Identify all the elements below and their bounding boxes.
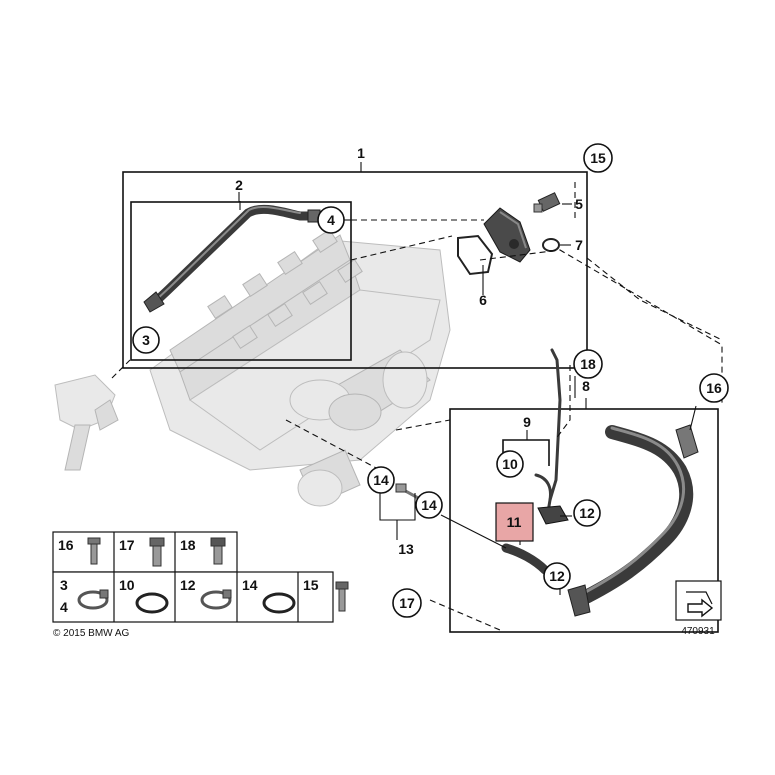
- frame-group-1: [122, 171, 588, 369]
- svg-text:18: 18: [580, 356, 596, 372]
- svg-text:4: 4: [327, 212, 335, 228]
- label-5: 5: [575, 196, 583, 212]
- highlight-part-11: [495, 502, 534, 542]
- callout-4[interactable]: 4: [317, 206, 345, 234]
- sensor-part-5: [533, 192, 561, 213]
- svg-text:16: 16: [706, 380, 722, 396]
- legend-item-3: 3: [60, 577, 68, 593]
- bolt-icon: [149, 537, 165, 567]
- svg-text:3: 3: [142, 332, 150, 348]
- legend-item-10: 10: [119, 577, 135, 593]
- pipe-part-9: [534, 348, 569, 525]
- svg-text:14: 14: [421, 497, 437, 513]
- o-ring-icon: [135, 592, 169, 614]
- svg-text:12: 12: [549, 568, 565, 584]
- label-6: 6: [479, 292, 487, 308]
- parts-legend: 16 17 18 3 4 10 12 14: [52, 531, 349, 623]
- legend-item-16: 16: [58, 537, 74, 553]
- callout-16[interactable]: 16: [699, 373, 729, 403]
- callout-12-upper[interactable]: 12: [573, 499, 601, 527]
- callout-17[interactable]: 17: [392, 588, 422, 618]
- label-2: 2: [235, 177, 243, 193]
- svg-text:15: 15: [590, 150, 606, 166]
- label-11: 11: [507, 514, 522, 530]
- legend-item-12: 12: [180, 577, 196, 593]
- label-7: 7: [575, 237, 583, 253]
- label-13: 13: [398, 541, 414, 557]
- legend-item-17: 17: [119, 537, 135, 553]
- hose-part-2: [143, 204, 321, 313]
- svg-text:12: 12: [579, 505, 595, 521]
- legend-item-14: 14: [242, 577, 258, 593]
- hose-part-11: [440, 514, 550, 575]
- callout-3[interactable]: 3: [132, 326, 160, 354]
- callout-14-left[interactable]: 14: [367, 466, 395, 494]
- svg-text:14: 14: [373, 472, 389, 488]
- coolant-pipe-part-8: [567, 424, 699, 617]
- diagram-id: 470931: [681, 626, 715, 637]
- frame-group-2: [130, 201, 352, 361]
- o-ring-icon: [262, 592, 296, 614]
- orientation-icon: [675, 580, 722, 621]
- callout-10[interactable]: 10: [496, 450, 524, 478]
- label-1: 1: [357, 145, 365, 161]
- o-ring-part-7: [542, 238, 560, 252]
- oil-separator-part-15: [483, 207, 531, 263]
- legend-item-15: 15: [303, 577, 319, 593]
- callout-14-right[interactable]: 14: [415, 491, 443, 519]
- callout-12-lower[interactable]: 12: [543, 562, 571, 590]
- label-9: 9: [523, 414, 531, 430]
- legend-item-18: 18: [180, 537, 196, 553]
- gasket-part-6: [457, 234, 494, 276]
- bolt-icon: [210, 537, 226, 565]
- engine-illustration: [54, 228, 451, 507]
- callout-15[interactable]: 15: [583, 143, 613, 173]
- bolt-icon: [335, 581, 349, 612]
- label-8: 8: [582, 378, 590, 394]
- clamp-icon: [77, 589, 109, 610]
- legend-item-4: 4: [60, 599, 68, 615]
- frame-group-8: [449, 408, 719, 633]
- bolt-icon: [87, 537, 101, 565]
- plain-labels: 1 2 5 7 6 8 9 11 13: [235, 145, 590, 557]
- clamp-icon: [200, 589, 232, 610]
- callouts: 4 3 15 18 16 10 12 12: [132, 143, 729, 618]
- svg-text:17: 17: [399, 595, 415, 611]
- callout-18[interactable]: 18: [573, 349, 603, 379]
- copyright: © 2015 BMW AG: [53, 628, 130, 639]
- svg-text:10: 10: [502, 456, 518, 472]
